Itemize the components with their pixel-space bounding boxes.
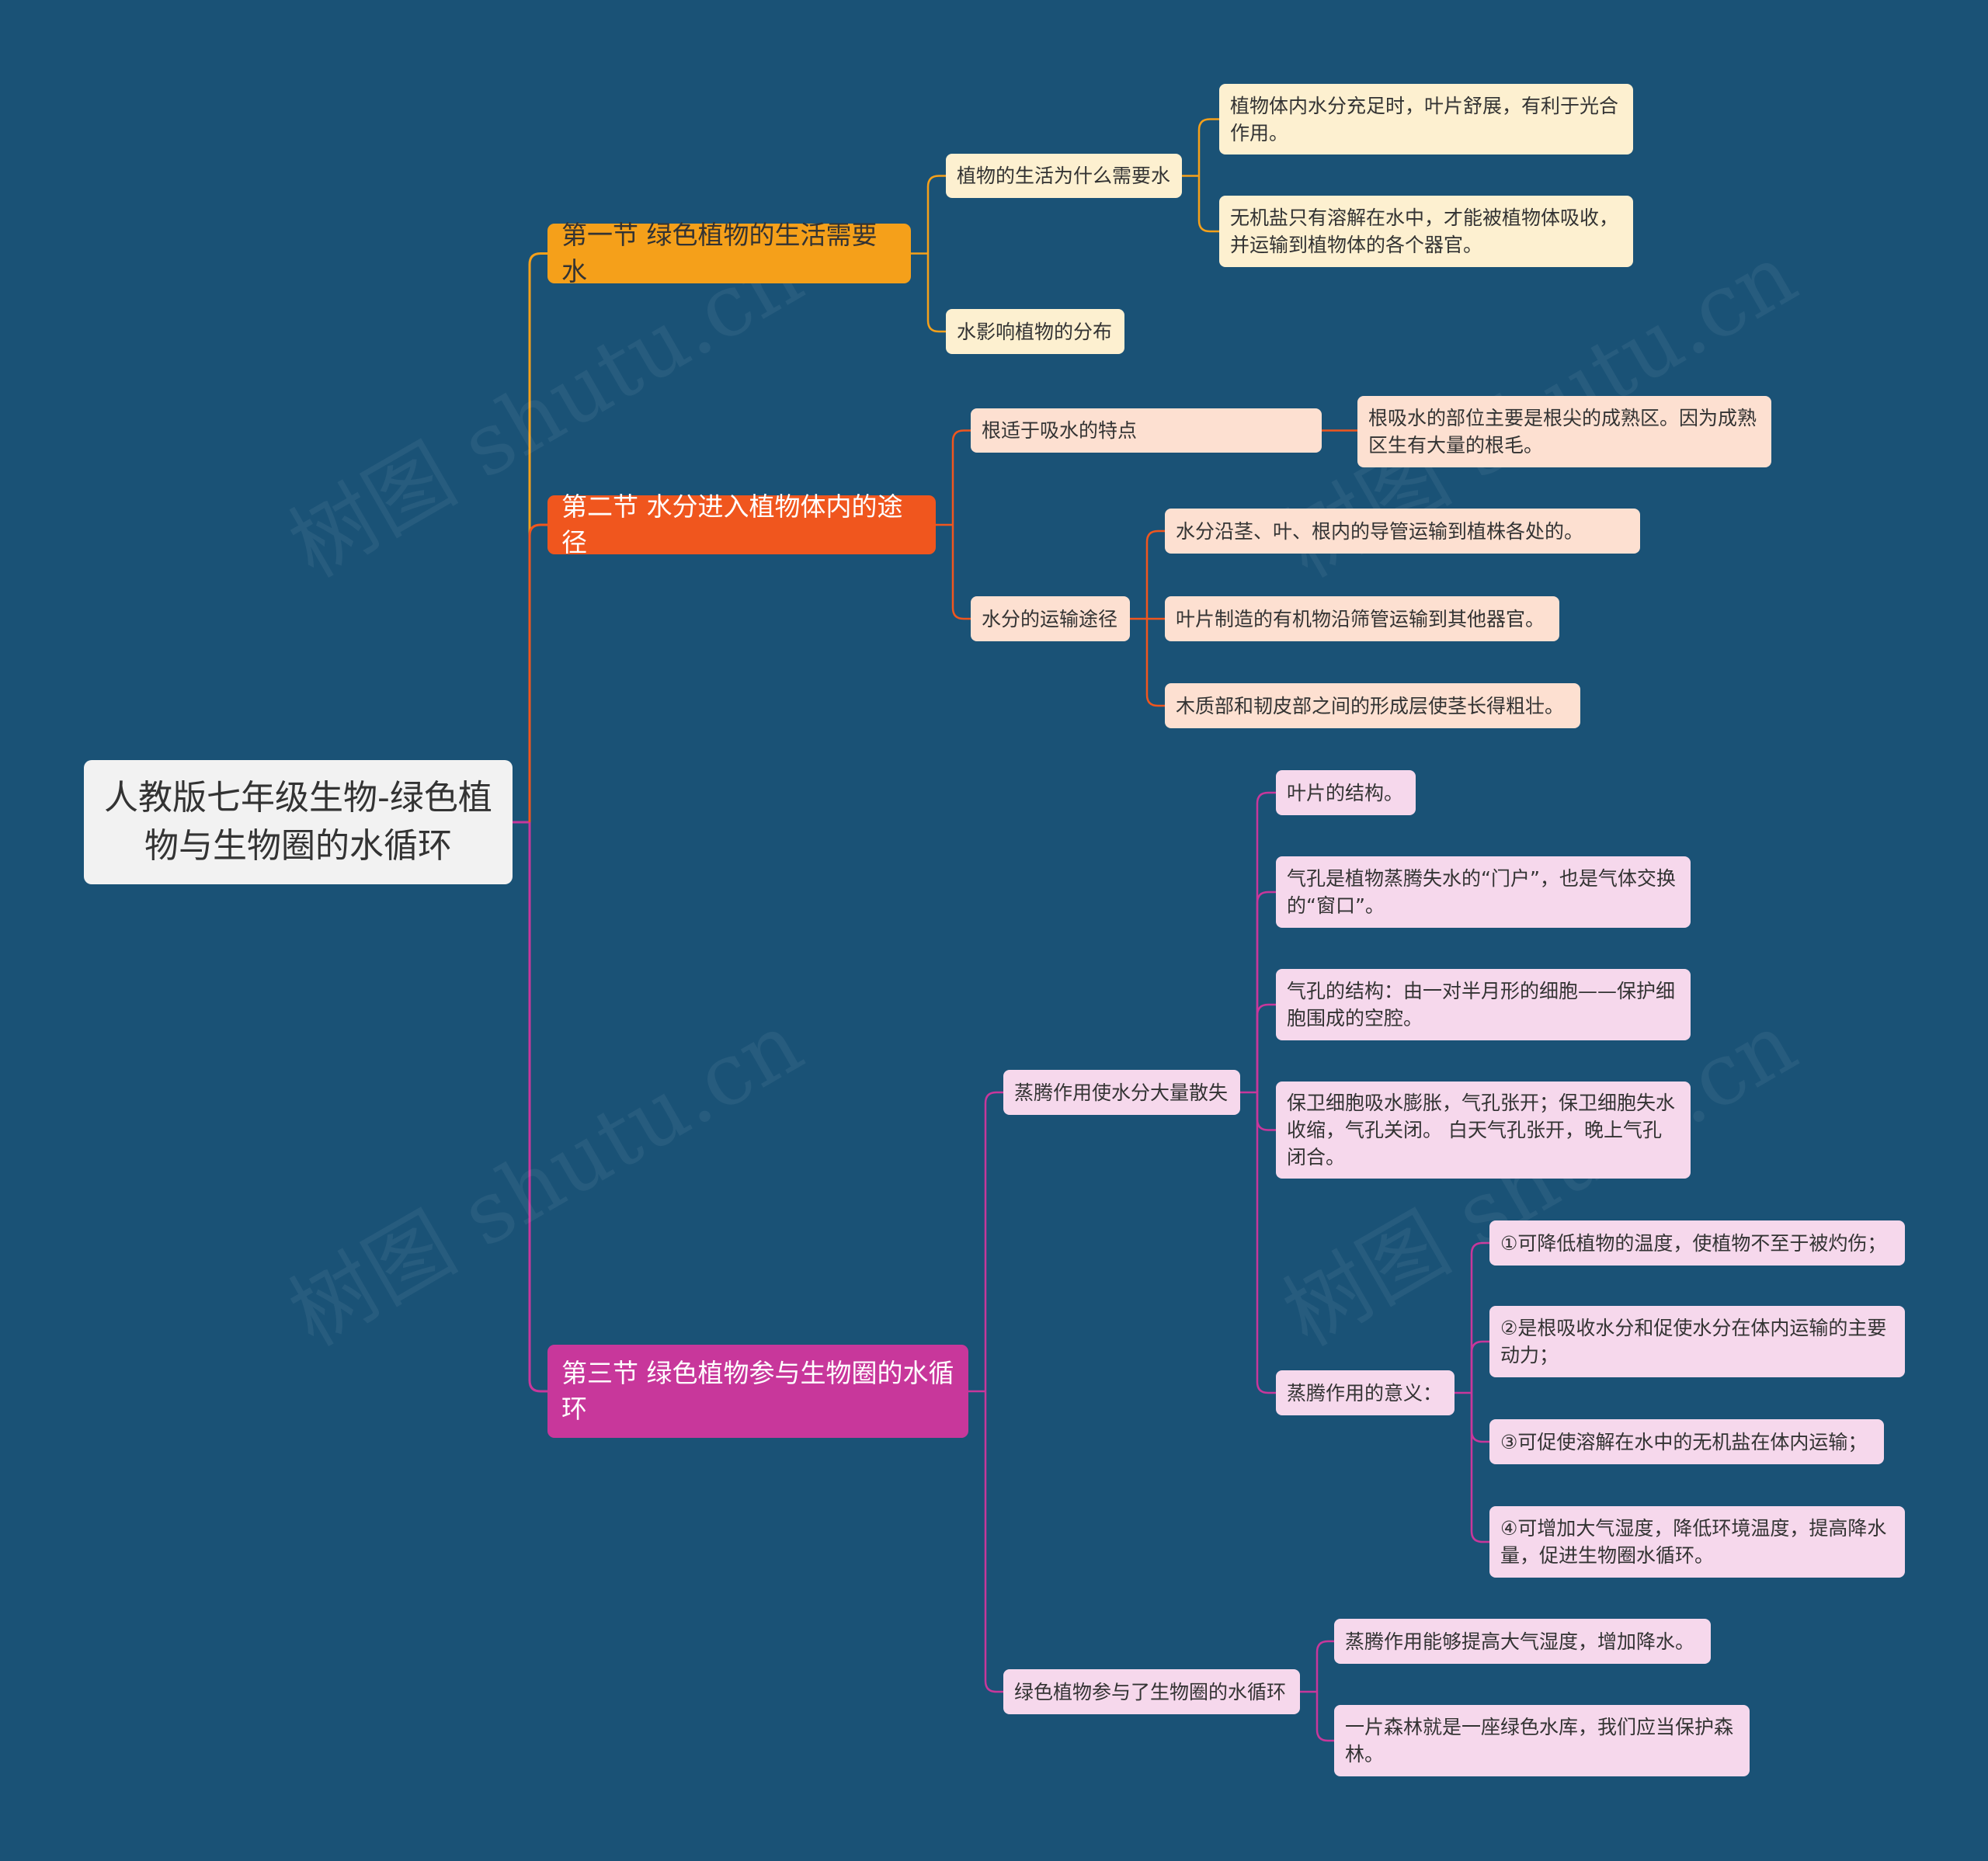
s3-significance-1[interactable]: ①可降低植物的温度，使植物不至于被灼伤； [1489,1220,1905,1266]
s3-transpiration-loss[interactable]: 蒸腾作用使水分大量散失 [1003,1070,1240,1115]
connector-line [1470,1393,1489,1443]
s3-stomata-structure[interactable]: 气孔的结构：由一对半月形的细胞——保护细胞围成的空腔。 [1276,969,1691,1040]
connector-line [528,523,547,822]
connector-line [1470,1241,1489,1393]
s1-mineral-salt-note[interactable]: 无机盐只有溶解在水中，才能被植物体吸收，并运输到植物体的各个器官。 [1219,196,1633,267]
s3-guard-cell-note[interactable]: 保卫细胞吸水膨胀，气孔张开；保卫细胞失水收缩，气孔关闭。 白天气孔张开，晚上气孔… [1276,1082,1691,1179]
s2-mature-zone-note[interactable]: 根吸水的部位主要是根尖的成熟区。因为成熟区生有大量的根毛。 [1357,396,1771,467]
s3-water-cycle-participation[interactable]: 绿色植物参与了生物圈的水循环 [1003,1669,1300,1714]
s3-stomata-gateway[interactable]: 气孔是植物蒸腾失水的“门户”，也是气体交换的“窗口”。 [1276,856,1691,928]
connector-line [951,525,971,620]
connector-line [1256,1092,1276,1394]
root-topic[interactable]: 人教版七年级生物-绿色植物与生物圈的水循环 [84,760,513,884]
connector-line [1315,1692,1334,1742]
connector-line [1197,175,1219,233]
connector-line [1256,1092,1276,1131]
s2-cambium-note[interactable]: 木质部和韧皮部之间的形成层使茎长得粗壮。 [1165,683,1580,728]
section-3-topic[interactable]: 第三节 绿色植物参与生物圈的水循环 [547,1345,968,1438]
connector-line [926,175,946,254]
connector-line [1256,791,1276,1092]
s3-humidity-rain-note[interactable]: 蒸腾作用能够提高大气湿度，增加降水。 [1334,1619,1711,1664]
connector-line [1256,1003,1276,1092]
connector-line [1197,118,1219,176]
connector-line [528,822,547,1393]
s1-leaf-stretch-note[interactable]: 植物体内水分充足时，叶片舒展，有利于光合作用。 [1219,84,1633,155]
connector-line [528,252,547,822]
connector-line [1470,1340,1489,1393]
s1-why-plants-need-water[interactable]: 植物的生活为什么需要水 [946,154,1182,198]
connector-line [984,1391,1003,1693]
section-2-topic[interactable]: 第二节 水分进入植物体内的途径 [547,491,936,557]
s3-forest-reservoir-note[interactable]: 一片森林就是一座绿色水库，我们应当保护森林。 [1334,1705,1750,1776]
s2-root-absorb-feature[interactable]: 根适于吸水的特点 [971,408,1322,453]
connector-line [1470,1393,1489,1543]
s2-vessel-transport-note[interactable]: 水分沿茎、叶、根内的导管运输到植株各处的。 [1165,509,1640,554]
section-1-topic[interactable]: 第一节 绿色植物的生活需要水 [547,220,911,286]
s1-water-distribution[interactable]: 水影响植物的分布 [946,309,1124,354]
connector-line [1315,1640,1334,1692]
s2-water-transport-path[interactable]: 水分的运输途径 [971,596,1130,641]
s3-significance-4[interactable]: ④可增加大气湿度，降低环境温度，提高降水量，促进生物圈水循环。 [1489,1506,1905,1578]
connector-line [1256,891,1276,1092]
connector-line [926,253,946,333]
s3-significance-2[interactable]: ②是根吸收水分和促使水分在体内运输的主要动力； [1489,1306,1905,1377]
s3-leaf-structure[interactable]: 叶片的结构。 [1276,770,1416,815]
s3-transpiration-significance[interactable]: 蒸腾作用的意义： [1276,1370,1455,1415]
s2-sieve-tube-note[interactable]: 叶片制造的有机物沿筛管运输到其他器官。 [1165,596,1559,641]
connector-line [1145,529,1165,619]
s3-significance-3[interactable]: ③可促使溶解在水中的无机盐在体内运输； [1489,1419,1884,1464]
connector-line [984,1091,1003,1391]
connector-line [951,429,971,525]
connector-line [1145,619,1165,707]
